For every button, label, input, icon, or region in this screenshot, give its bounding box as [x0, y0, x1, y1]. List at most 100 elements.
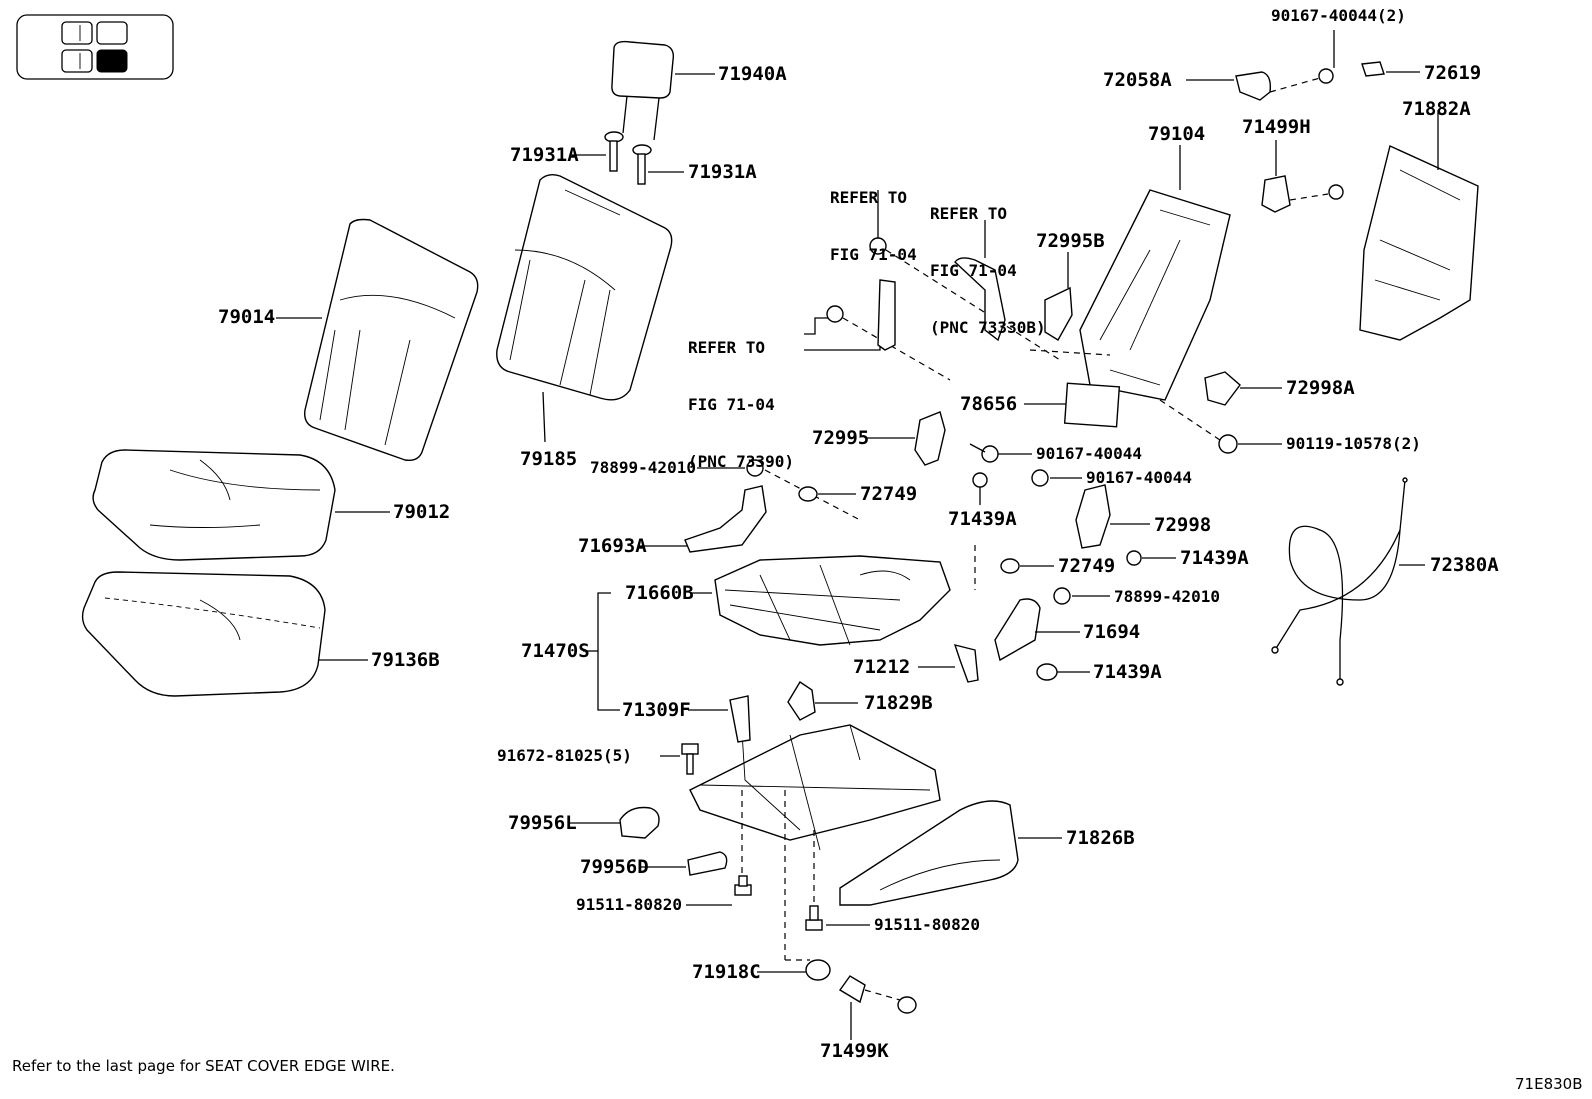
- part-label-90119-10578-2[interactable]: 90119-10578(2): [1286, 434, 1421, 453]
- part-label-90167-40044-a[interactable]: 90167-40044: [1036, 444, 1142, 463]
- seatback-cover: [276, 218, 479, 462]
- part-label-78899-42010-a[interactable]: 78899-42010: [590, 458, 696, 477]
- figure-code: 71E830B: [1515, 1075, 1583, 1093]
- refer-line[interactable]: FIG 71-04: [830, 245, 917, 264]
- clip-71439A-a: [972, 472, 988, 505]
- refer-to-callout-3: REFER TO FIG 71-04 (PNC 73390): [688, 300, 794, 490]
- part-label-71826B[interactable]: 71826B: [1066, 827, 1135, 849]
- pad-72619: [1361, 61, 1420, 77]
- cushion-cover: [92, 449, 390, 561]
- part-label-91511-80820-a[interactable]: 91511-80820: [576, 895, 682, 914]
- bracket-72998: [1075, 484, 1150, 549]
- seatback-frame: [1029, 145, 1231, 401]
- part-label-91511-80820-b[interactable]: 91511-80820: [874, 915, 980, 934]
- seat-position-icon: [16, 14, 174, 80]
- bolt-90167-a: [969, 443, 1032, 463]
- headrest: [611, 40, 715, 141]
- bracket-71212: [918, 644, 979, 683]
- part-label-79104[interactable]: 79104: [1148, 123, 1206, 145]
- belt-bracket: [877, 279, 896, 351]
- cushion-frame: [583, 555, 951, 711]
- bolt-78899-b: [1053, 587, 1110, 605]
- part-label-71309F[interactable]: 71309F: [622, 699, 691, 721]
- part-label-72749-a[interactable]: 72749: [860, 483, 918, 505]
- refer-line[interactable]: FIG 71-04: [930, 261, 1017, 280]
- part-label-71940A[interactable]: 71940A: [718, 63, 787, 85]
- part-label-71918C[interactable]: 71918C: [692, 961, 761, 983]
- part-label-72749-b[interactable]: 72749: [1058, 555, 1116, 577]
- side-shield-left: [638, 485, 767, 553]
- refer-line: (PNC 73390): [688, 452, 794, 471]
- cap-71918C: [757, 959, 831, 981]
- cover-79956D: [640, 851, 728, 876]
- part-label-90167-40044-2[interactable]: 90167-40044(2): [1271, 6, 1406, 25]
- refer-line: REFER TO: [930, 204, 1008, 223]
- cushion-pad: [81, 571, 368, 697]
- part-label-71931A-right[interactable]: 71931A: [688, 161, 757, 183]
- part-label-71882A[interactable]: 71882A: [1402, 98, 1471, 120]
- part-label-79014[interactable]: 79014: [218, 306, 276, 328]
- cover-79956L: [568, 806, 660, 839]
- part-label-78656[interactable]: 78656: [960, 393, 1018, 415]
- part-label-72998A[interactable]: 72998A: [1286, 377, 1355, 399]
- cover-72998A: [1204, 371, 1282, 406]
- footnote: Refer to the last page for SEAT COVER ED…: [12, 1057, 395, 1075]
- part-label-79185[interactable]: 79185: [520, 448, 578, 470]
- part-label-72380A[interactable]: 72380A: [1430, 554, 1499, 576]
- refer-to-callout-1: REFER TO FIG 71-04: [830, 150, 917, 283]
- bolts-lower: [660, 743, 870, 961]
- part-label-79956D[interactable]: 79956D: [580, 856, 649, 878]
- part-label-71693A[interactable]: 71693A: [578, 535, 647, 557]
- side-cover-71826B: [839, 800, 1062, 906]
- label-78656: [1024, 382, 1121, 428]
- cover-72995B: [1044, 252, 1073, 341]
- part-label-72995[interactable]: 72995: [812, 427, 870, 449]
- part-label-71931A-left[interactable]: 71931A: [510, 144, 579, 166]
- refer-to-callout-2: REFER TO FIG 71-04 (PNC 73330B): [930, 166, 1046, 356]
- ref-bolt-lower: [804, 305, 951, 381]
- part-label-71439A-c[interactable]: 71439A: [1093, 661, 1162, 683]
- part-label-90167-40044-b[interactable]: 90167-40044: [1086, 468, 1192, 487]
- part-label-72998[interactable]: 72998: [1154, 514, 1212, 536]
- part-label-71499H[interactable]: 71499H: [1242, 116, 1311, 138]
- cover-71694: [994, 598, 1080, 662]
- part-label-71439A-b[interactable]: 71439A: [1180, 547, 1249, 569]
- part-label-71439A-a[interactable]: 71439A: [948, 508, 1017, 530]
- washer-72749-b: [974, 545, 1054, 590]
- seatback-pad: [496, 173, 673, 443]
- part-label-72058A[interactable]: 72058A: [1103, 69, 1172, 91]
- part-label-71470S[interactable]: 71470S: [521, 640, 590, 662]
- part-label-72619[interactable]: 72619: [1424, 62, 1482, 84]
- refer-line: (PNC 73330B): [930, 318, 1046, 337]
- part-label-71829B[interactable]: 71829B: [864, 692, 933, 714]
- washer-72749-a: [798, 486, 856, 502]
- clip-71439A-b: [1126, 550, 1176, 566]
- strap-73330B: [954, 220, 1006, 342]
- bolt-78899-a: [697, 459, 861, 521]
- part-label-71660B[interactable]: 71660B: [625, 582, 694, 604]
- clip-71439A-c: [1036, 663, 1090, 681]
- refer-line[interactable]: FIG 71-04: [688, 395, 775, 414]
- part-label-79136B[interactable]: 79136B: [371, 649, 440, 671]
- cable-72380A: [1271, 477, 1425, 686]
- knob-71499K: [838, 975, 917, 1040]
- part-label-72995B[interactable]: 72995B: [1036, 230, 1105, 252]
- seat-track-frame: [688, 695, 941, 851]
- refer-line: REFER TO: [830, 188, 908, 207]
- part-label-71499K[interactable]: 71499K: [820, 1040, 889, 1062]
- trim-72058A: [1186, 71, 1272, 101]
- part-label-78899-42010-b[interactable]: 78899-42010: [1114, 587, 1220, 606]
- headrest-guides: [572, 131, 684, 185]
- bracket-71829B: [787, 681, 858, 721]
- part-label-79956L[interactable]: 79956L: [508, 812, 577, 834]
- refer-line: REFER TO: [688, 338, 766, 357]
- bolt-90167-b: [1031, 469, 1082, 487]
- cover-72995: [866, 411, 946, 466]
- part-label-79012[interactable]: 79012: [393, 501, 451, 523]
- part-label-71212[interactable]: 71212: [853, 656, 911, 678]
- bolt-90119: [1159, 399, 1282, 454]
- knob-71499H: [1261, 140, 1344, 213]
- part-label-91672-81025[interactable]: 91672-81025(5): [497, 746, 632, 765]
- part-label-71694[interactable]: 71694: [1083, 621, 1141, 643]
